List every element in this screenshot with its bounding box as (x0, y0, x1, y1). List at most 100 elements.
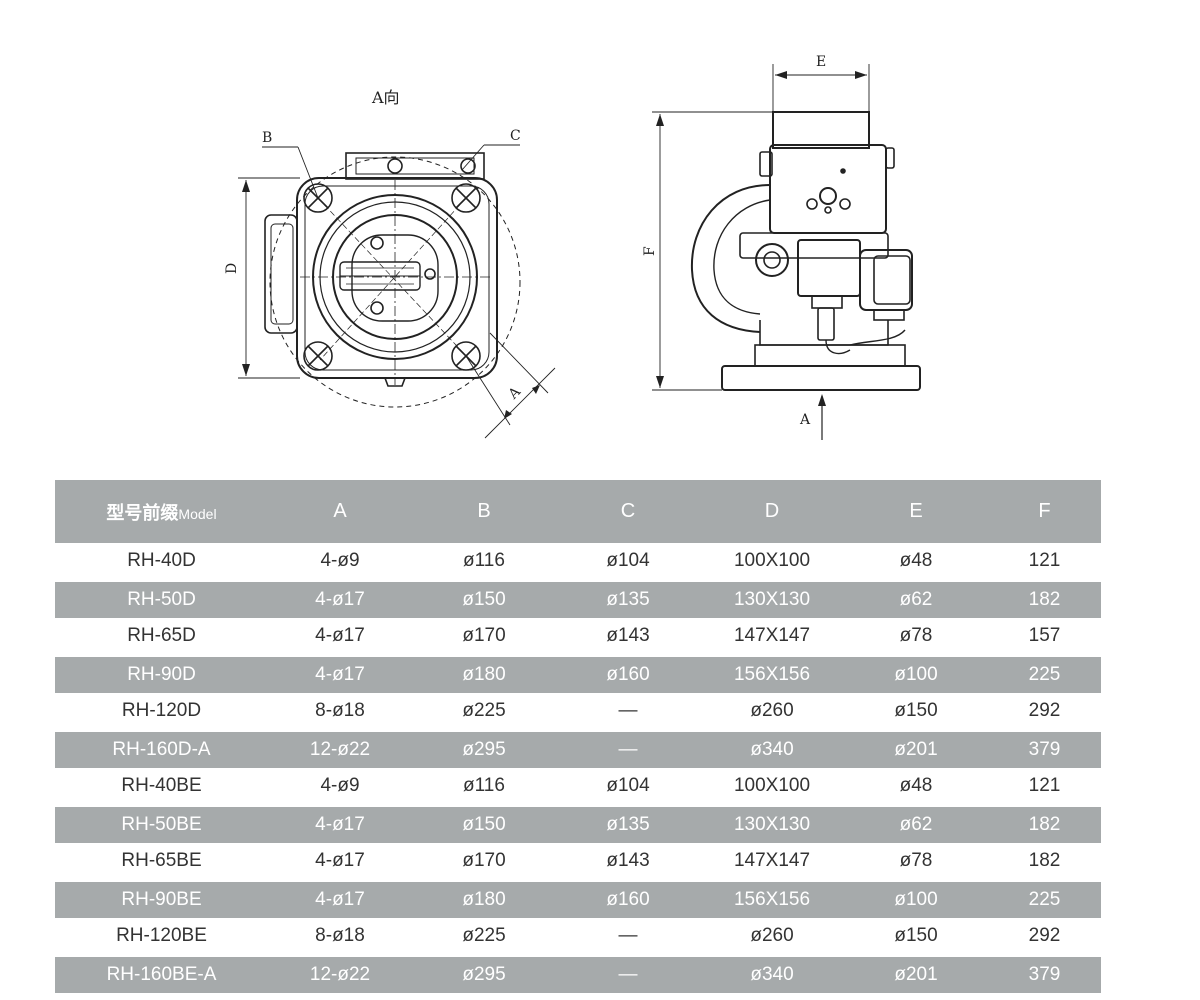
cell: ø143 (606, 850, 650, 872)
cell: ø180 (412, 879, 556, 918)
header-col-a: A (268, 480, 412, 543)
header-model-en: Model (178, 505, 217, 522)
header-col-c: C (556, 480, 700, 543)
cell: 121 (1028, 775, 1061, 797)
cell: ø116 (463, 775, 505, 797)
cell: ø180 (412, 654, 556, 693)
cell: 100X100 (733, 775, 811, 797)
cell: RH-160D-A (55, 729, 268, 768)
cell: 292 (1028, 700, 1061, 722)
spec-table: 型号前缀Model A B C D E F RH-40D 4-ø9 ø116 ø104… (55, 480, 1101, 993)
cell: 156X156 (700, 654, 844, 693)
cell: RH-90BE (55, 879, 268, 918)
cell: ø116 (463, 550, 505, 572)
cell: ø150 (894, 700, 938, 722)
cell: ø340 (700, 954, 844, 993)
header-model-cn: 型号前缀 (106, 502, 179, 523)
cell: 130X130 (700, 804, 844, 843)
cell: ø160 (556, 879, 700, 918)
top-cylinder (772, 111, 870, 149)
hex-nut (755, 243, 789, 277)
cell: RH-40BE (121, 775, 202, 797)
cell: RH-50BE (55, 804, 268, 843)
dim-f-label: F (642, 246, 658, 256)
cell: ø260 (750, 700, 794, 722)
cell: ø340 (700, 729, 844, 768)
technical-drawing: A向 (224, 54, 921, 440)
cell: RH-90D (55, 654, 268, 693)
side-view: E F A (642, 54, 921, 440)
cell: 4-ø17 (315, 625, 365, 647)
cell: — (556, 729, 700, 768)
cell: 147X147 (733, 625, 811, 647)
cell: ø143 (606, 625, 650, 647)
elbow-body (690, 184, 771, 333)
header-col-d: D (700, 480, 844, 543)
cell: 4-ø17 (268, 579, 412, 618)
cell: RH-160BE-A (55, 954, 268, 993)
cell: ø225 (462, 925, 506, 947)
cell: ø150 (412, 579, 556, 618)
cell: ø62 (844, 804, 988, 843)
cell: ø295 (412, 954, 556, 993)
dim-e-label: E (816, 54, 826, 70)
cell: 4-ø17 (315, 850, 365, 872)
cell: ø170 (462, 850, 506, 872)
cell: 121 (1028, 550, 1061, 572)
cell: ø48 (899, 550, 933, 572)
cell: 379 (988, 954, 1101, 993)
leader-c-label: C (510, 128, 521, 144)
cell: 4-ø17 (268, 654, 412, 693)
front-view-title: A向 (371, 88, 400, 107)
cell: ø170 (462, 625, 506, 647)
top-bracket (345, 152, 485, 180)
cell: 4-ø9 (320, 775, 360, 797)
cell: RH-120D (121, 700, 202, 722)
cell: 156X156 (700, 879, 844, 918)
cell: ø135 (556, 804, 700, 843)
cell: RH-50D (55, 579, 268, 618)
cell: RH-120BE (116, 925, 207, 947)
cell: 12-ø22 (268, 954, 412, 993)
cell: ø104 (606, 775, 650, 797)
cell: 147X147 (733, 850, 811, 872)
base-flange (721, 365, 921, 391)
cell: ø201 (844, 729, 988, 768)
cell: 182 (988, 579, 1101, 618)
header-model: 型号前缀Model (55, 480, 268, 543)
cell: ø78 (899, 850, 933, 872)
cell: 12-ø22 (268, 729, 412, 768)
front-view: A向 (224, 88, 556, 439)
cell: ø225 (462, 700, 506, 722)
cell: ø150 (412, 804, 556, 843)
cell: 379 (988, 729, 1101, 768)
cell: 157 (1028, 625, 1061, 647)
cell: RH-40D (127, 550, 196, 572)
cell: 292 (1028, 925, 1061, 947)
solenoid-block (797, 239, 861, 297)
cell: ø160 (556, 654, 700, 693)
cell: 130X130 (700, 579, 844, 618)
cell: 8-ø18 (315, 925, 365, 947)
cell: RH-65BE (121, 850, 202, 872)
cell: — (618, 925, 638, 947)
cell: 100X100 (733, 550, 811, 572)
cell: ø104 (606, 550, 650, 572)
table-header-row: 型号前缀Model A B C D E F (55, 480, 1101, 543)
header-col-f: F (988, 480, 1101, 543)
cell: ø260 (750, 925, 794, 947)
header-col-e: E (844, 480, 988, 543)
cell: ø78 (899, 625, 933, 647)
cell: 4-ø17 (268, 804, 412, 843)
cell: — (556, 954, 700, 993)
